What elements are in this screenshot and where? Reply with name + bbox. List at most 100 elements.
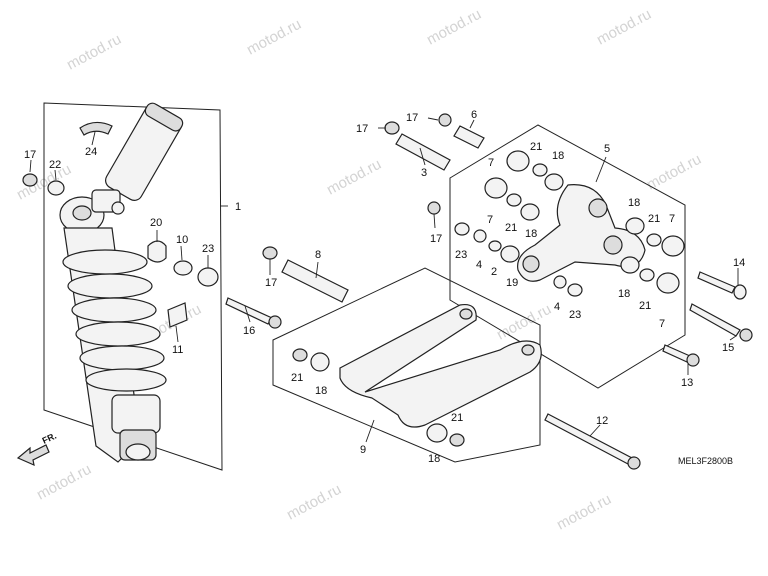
bolt-14 — [697, 271, 736, 294]
bolt-16-head — [268, 315, 282, 329]
group-outline-connecting-rod — [272, 267, 541, 463]
shock-arm-group — [449, 124, 686, 389]
callout-4: 4 — [476, 259, 482, 271]
seal-7 — [484, 177, 508, 199]
callout-14: 14 — [733, 257, 745, 269]
watermark: motod.ru — [244, 16, 304, 59]
callout-21: 21 — [291, 372, 303, 384]
rod-bore — [459, 308, 473, 320]
watermark: motod.ru — [324, 156, 384, 199]
shock-reservoir — [105, 102, 184, 201]
bolt-13-head — [686, 353, 700, 367]
callout-7: 7 — [487, 214, 493, 226]
collar-21 — [646, 233, 662, 247]
callout-23: 23 — [569, 309, 581, 321]
bolt-15-head — [739, 328, 753, 342]
seal-7 — [656, 272, 680, 294]
shock-spring — [62, 249, 167, 392]
callout-18: 18 — [628, 197, 640, 209]
collar-4 — [553, 275, 567, 289]
callout-17: 17 — [406, 112, 418, 124]
callout-4: 4 — [554, 301, 560, 313]
bearing-18 — [620, 256, 640, 274]
watermark: motod.ru — [554, 491, 614, 534]
shock-arm-bore — [522, 255, 540, 273]
callout-17: 17 — [265, 277, 277, 289]
collar-20 — [147, 240, 167, 263]
diagram-code: MEL3F2800B — [678, 456, 733, 466]
callout-11: 11 — [172, 344, 183, 356]
bearing-18-rod — [426, 423, 448, 443]
callout-24: 24 — [85, 146, 97, 158]
rod-bore — [521, 344, 535, 356]
callout-7: 7 — [669, 213, 675, 225]
collar-21 — [532, 163, 548, 177]
callout-3: 3 — [421, 167, 427, 179]
bolt-15 — [689, 303, 741, 337]
callout-17: 17 — [356, 123, 368, 135]
callout-21: 21 — [530, 141, 542, 153]
bolt-16 — [225, 297, 273, 325]
connecting-rod-group — [272, 267, 542, 463]
group-outline-shock-arm — [449, 124, 686, 389]
shock-arm — [517, 184, 646, 282]
callout-7: 7 — [659, 318, 665, 330]
callout-8: 8 — [315, 249, 321, 261]
connecting-rod — [339, 303, 542, 428]
shock-arm-bore — [588, 198, 608, 218]
collar-21 — [506, 193, 522, 207]
seal-23-left — [197, 267, 219, 287]
callout-17: 17 — [24, 149, 36, 161]
leader-lines — [29, 117, 739, 443]
nut-17-mid — [427, 201, 441, 215]
collar-4 — [473, 229, 487, 243]
washer-22 — [47, 180, 65, 196]
nut-17-arm — [262, 246, 278, 260]
callout-6: 6 — [471, 109, 477, 121]
callout-17: 17 — [430, 233, 442, 245]
pin-8 — [281, 259, 349, 303]
callout-23: 23 — [455, 249, 467, 261]
collar-21-rod — [292, 348, 308, 362]
bearing-18 — [544, 173, 564, 191]
front-label: FR. — [41, 431, 58, 446]
callout-15: 15 — [722, 342, 734, 354]
nut-17-left — [22, 173, 38, 187]
watermark: motod.ru — [34, 461, 94, 504]
rear-cushion-group — [22, 102, 223, 471]
shock-upper-mount — [59, 189, 125, 234]
watermark: motod.ru — [594, 6, 654, 49]
pin-3 — [395, 133, 451, 171]
bolt-14-head — [733, 284, 747, 300]
callout-16: 16 — [243, 325, 255, 337]
watermark: motod.ru — [424, 6, 484, 49]
callout-18: 18 — [552, 150, 564, 162]
callout-22: 22 — [49, 159, 61, 171]
callout-21: 21 — [505, 222, 517, 234]
watermark: motod.ru — [64, 31, 124, 74]
seal-7 — [506, 150, 530, 172]
nut-17-top — [384, 121, 400, 135]
callout-7: 7 — [488, 157, 494, 169]
callout-9: 9 — [360, 444, 366, 456]
shock-arm-bore — [603, 235, 623, 255]
callout-21: 21 — [648, 213, 660, 225]
collar-6 — [453, 125, 485, 149]
collar-2 — [488, 240, 502, 252]
seal-23 — [454, 222, 470, 236]
callout-18: 18 — [428, 453, 440, 465]
bearing-18 — [520, 203, 540, 221]
bolt-13 — [662, 344, 691, 363]
callout-18: 18 — [315, 385, 327, 397]
bearing-18 — [625, 217, 645, 235]
bushing-19 — [500, 245, 520, 263]
label-11 — [167, 302, 188, 328]
callout-13: 13 — [681, 377, 693, 389]
collar-21-rod — [449, 433, 465, 447]
callout-10: 10 — [176, 234, 188, 246]
o-ring-10 — [173, 260, 193, 276]
callout-18: 18 — [618, 288, 630, 300]
collar-21 — [639, 268, 655, 282]
